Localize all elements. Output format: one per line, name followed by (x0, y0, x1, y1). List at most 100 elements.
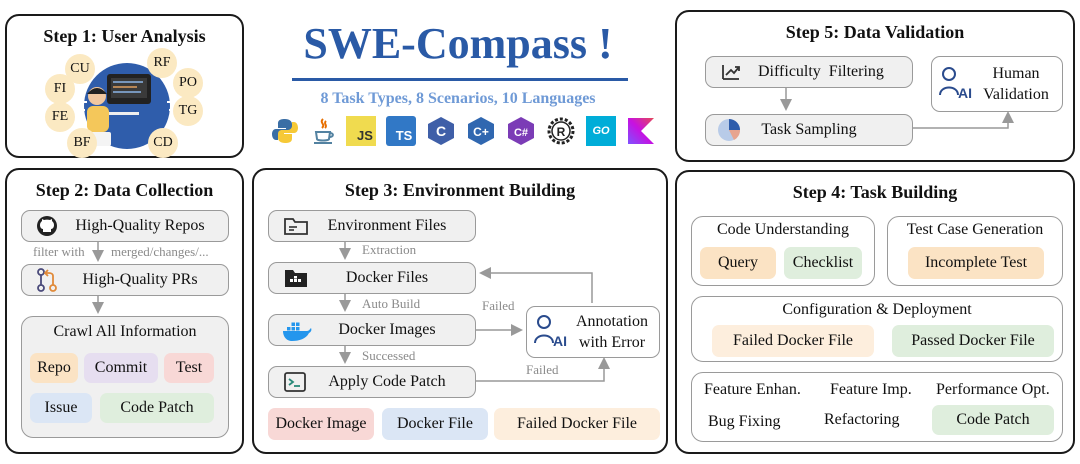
environment-files-label: Environment Files (327, 217, 447, 234)
annotation-label: Annotation with Error (567, 311, 657, 353)
refactoring-label: Refactoring (824, 411, 900, 428)
failed-label-2: Failed (526, 362, 559, 377)
crawl-title: Crawl All Information (53, 323, 197, 340)
c-icon: C (428, 117, 454, 145)
step3-panel: Step 3: Environment Building Environment… (252, 168, 668, 454)
extraction-label: Extraction (362, 242, 417, 257)
feature-imp-label: Feature Imp. (830, 381, 912, 398)
go-icon: GO (586, 116, 616, 146)
configuration-deployment-box: Configuration & Deployment Failed Docker… (691, 296, 1063, 362)
trend-chart-icon (722, 65, 740, 80)
apply-code-patch-label: Apply Code Patch (328, 373, 446, 390)
human-validation-line1: Human (992, 65, 1040, 82)
python-icon (272, 119, 298, 143)
main-title: SWE-Compass ! (303, 19, 613, 68)
step4-title: Step 4: Task Building (792, 182, 958, 202)
tag-issue: Issue (30, 393, 92, 423)
legend-docker-file: Docker File (382, 408, 488, 440)
environment-files-box: Environment Files (268, 210, 476, 242)
step2-title: Step 2: Data Collection (35, 180, 214, 200)
filter-detail-label: merged/changes/... (111, 244, 209, 259)
chip-tg: TG (173, 96, 203, 126)
annotation-with-error-box: AI Annotation with Error (526, 306, 660, 358)
apply-code-patch-box: Apply Code Patch (268, 366, 476, 398)
tag-code-patch: Code Patch (100, 393, 214, 423)
typescript-label: TS (395, 127, 413, 143)
docker-images-box: Docker Images (268, 314, 476, 346)
java-icon (314, 118, 334, 144)
step1-panel: Step 1: User Analysis CU RF FI PO TG FE … (5, 14, 244, 158)
docker-files-box: Docker Files (268, 262, 476, 294)
chip-cd: CD (148, 128, 178, 158)
code-understanding-label: Code Understanding (717, 221, 849, 238)
code-understanding-box: Code Understanding Query Checklist (691, 216, 875, 286)
tag-query: Query (700, 247, 776, 279)
cpp-label: C+ (473, 125, 489, 139)
chip-fi: FI (45, 74, 75, 104)
human-validation-box: AI Human Validation (931, 56, 1063, 112)
difficulty-filtering-box: Difficulty Filtering (705, 56, 913, 88)
pie-chart-icon (718, 119, 741, 141)
bug-fixing-label: Bug Fixing (708, 413, 781, 430)
step3-title: Step 3: Environment Building (344, 180, 576, 200)
chip-bf: BF (67, 128, 97, 158)
task-sampling-box: Task Sampling (705, 114, 913, 146)
annotation-line2: with Error (578, 334, 646, 351)
step5-panel: Step 5: Data Validation Difficulty Filte… (675, 10, 1075, 162)
docker-folder-icon (285, 270, 307, 287)
tag-failed-docker-file: Failed Docker File (712, 325, 874, 357)
task-sampling-label: Task Sampling (761, 121, 857, 138)
subtitle: 8 Task Types, 8 Scenarios, 10 Languages (320, 90, 596, 107)
docker-files-label: Docker Files (345, 269, 429, 286)
rust-icon: R (547, 117, 575, 145)
svg-text:AI: AI (958, 85, 972, 101)
javascript-label: JS (357, 127, 373, 143)
high-quality-repos-box: High-Quality Repos (21, 210, 229, 242)
filter-with-label: filter with (33, 244, 85, 259)
tag-test: Test (164, 353, 214, 383)
test-case-generation-label: Test Case Generation (906, 221, 1044, 238)
feature-enhan-label: Feature Enhan. (704, 381, 801, 398)
tag-commit: Commit (84, 353, 158, 383)
step5-title: Step 5: Data Validation (785, 22, 965, 42)
c-label: C (436, 123, 446, 139)
docker-whale-icon (283, 322, 312, 341)
cpp-icon: C+ (468, 117, 494, 145)
high-quality-repos-label: High-Quality Repos (75, 217, 205, 234)
docker-images-label: Docker Images (338, 321, 436, 338)
high-quality-prs-box: High-Quality PRs (21, 264, 229, 296)
kotlin-icon (628, 118, 654, 144)
pull-request-icon (37, 268, 57, 292)
typescript-icon: TS (386, 116, 416, 146)
annotation-line1: Annotation (576, 313, 648, 330)
folder-icon (284, 218, 308, 235)
chip-po: PO (173, 68, 203, 98)
terminal-icon (284, 372, 306, 392)
csharp-icon: C# (508, 117, 534, 145)
performance-opt-label: Performance Opt. (936, 381, 1050, 398)
tag-passed-docker-file: Passed Docker File (892, 325, 1054, 357)
step2-panel: Step 2: Data Collection High-Quality Rep… (5, 168, 244, 454)
chip-cu: CU (65, 54, 95, 84)
chip-fe: FE (45, 102, 75, 132)
tag-code-patch: Code Patch (932, 405, 1054, 435)
auto-build-label: Auto Build (362, 296, 421, 311)
ai-person-icon: AI (939, 67, 972, 101)
go-label: GO (592, 125, 610, 137)
svg-text:AI: AI (553, 333, 567, 349)
step1-title: Step 1: User Analysis (43, 26, 206, 46)
chip-rf: RF (147, 48, 177, 78)
configuration-deployment-label: Configuration & Deployment (782, 301, 972, 318)
step4-panel: Step 4: Task Building Code Understanding… (675, 170, 1075, 454)
high-quality-prs-label: High-Quality PRs (82, 271, 198, 288)
title-underline (292, 78, 628, 81)
successed-label: Successed (362, 348, 416, 363)
tag-checklist: Checklist (784, 247, 862, 279)
difficulty-filtering-label: Difficulty Filtering (758, 63, 884, 80)
crawl-info-box: Crawl All Information Repo Commit Test I… (21, 316, 229, 438)
tag-incomplete-test: Incomplete Test (908, 247, 1044, 279)
javascript-icon: JS (346, 116, 376, 146)
human-validation-line2: Validation (983, 86, 1049, 103)
legend-failed-docker-file: Failed Docker File (494, 408, 660, 440)
csharp-label: C# (514, 127, 528, 139)
